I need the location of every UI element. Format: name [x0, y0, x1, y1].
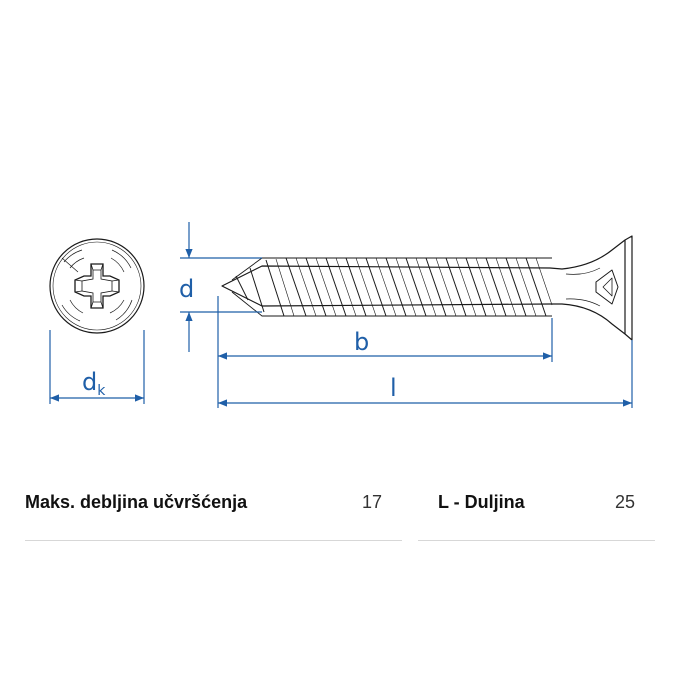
- spec-max-fixing-thickness: Maks. debljina učvršćenja 17: [25, 480, 402, 541]
- spec-value: 25: [614, 492, 635, 512]
- screw-side-view: [221, 235, 633, 341]
- spec-length: L - Duljina 25: [418, 480, 655, 541]
- dimension-lines: [49, 222, 633, 408]
- thread-diameter-label: d: [179, 275, 194, 303]
- head-diameter-label: dk: [82, 368, 106, 399]
- spec-label: L - Duljina: [438, 492, 525, 512]
- total-length-label: l: [390, 374, 397, 402]
- spec-value: 17: [361, 492, 382, 512]
- screw-technical-drawing: dk d b l: [49, 222, 633, 408]
- thread-length-label: b: [354, 328, 369, 356]
- spec-label: Maks. debljina učvršćenja: [25, 492, 248, 512]
- screw-head-top-view: [49, 238, 145, 334]
